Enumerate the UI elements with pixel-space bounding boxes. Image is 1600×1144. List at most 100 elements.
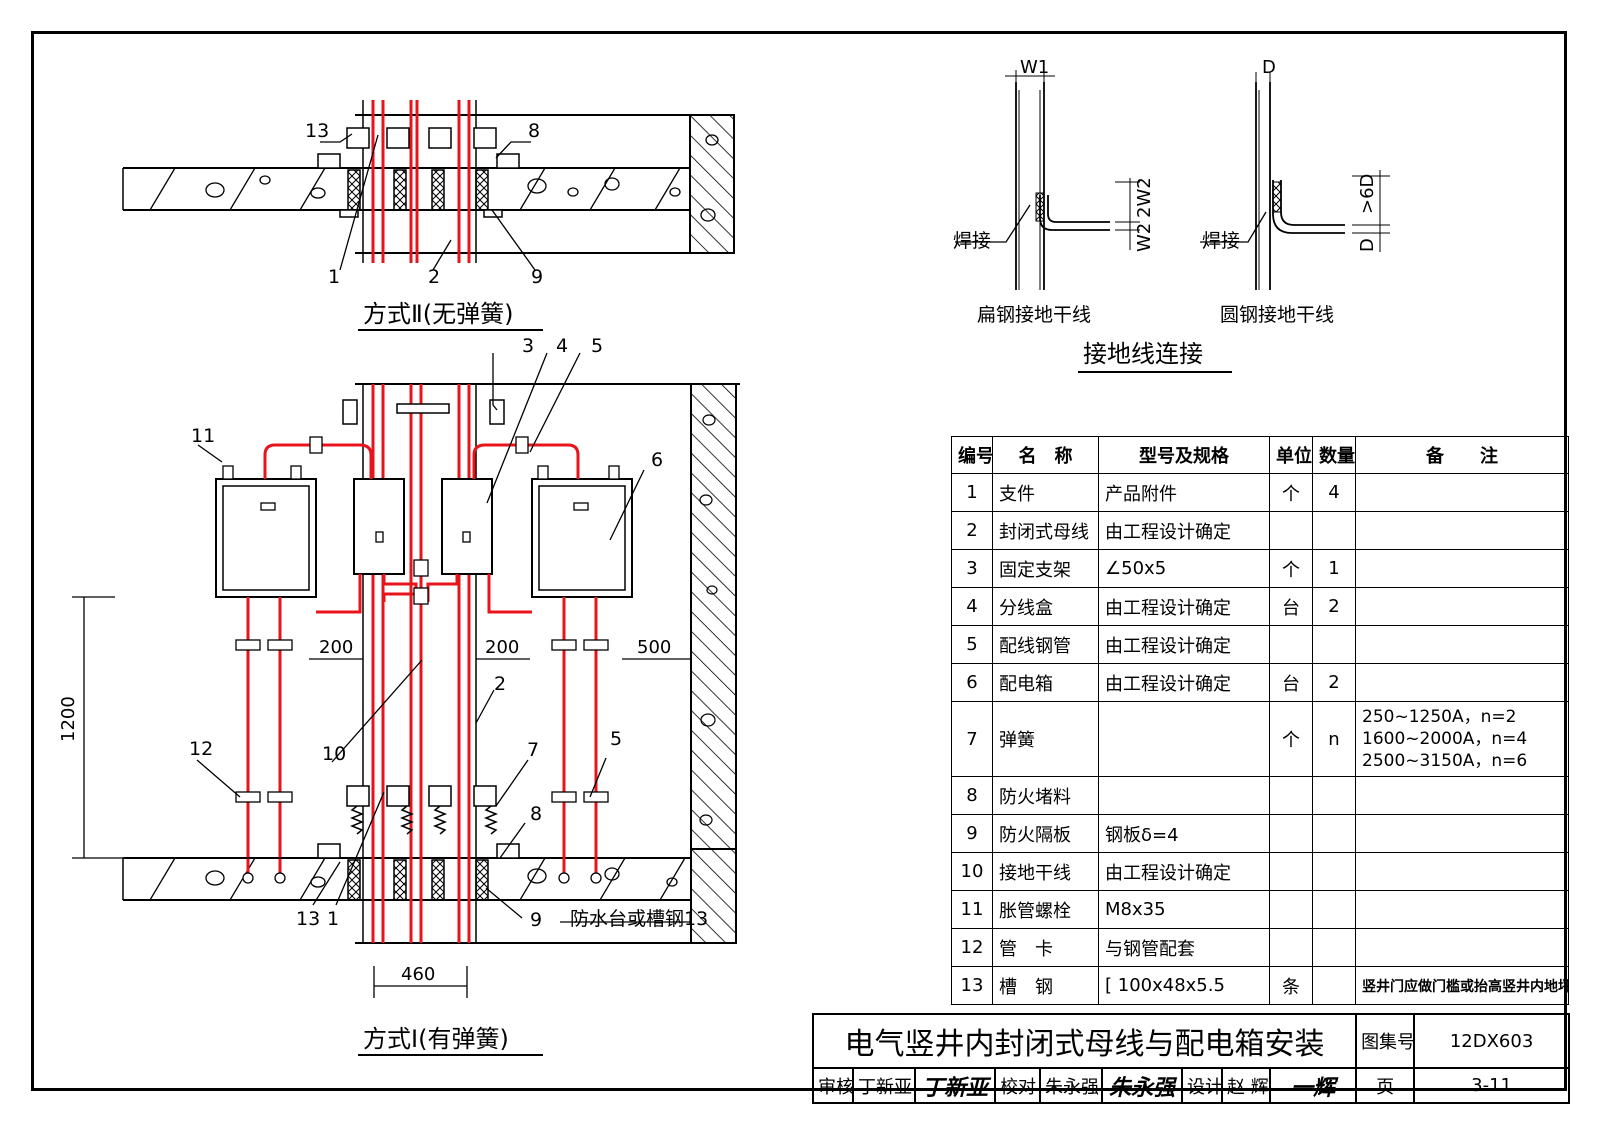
parts-table: 编号 名 称 型号及规格 单位 数量 备 注 1 支件 产品附件 个 4 2 封… [951, 436, 1569, 1005]
callout-5a: 5 [591, 335, 603, 357]
row-unit: 个 [1269, 701, 1313, 777]
weld-label-flat: 焊接 [953, 230, 991, 252]
weld-label-round: 焊接 [1202, 230, 1240, 252]
callout-13a: 13 [305, 120, 329, 142]
method2-caption: 方式Ⅱ(无弹簧) [363, 300, 514, 328]
checker-signature: 朱永强 [1101, 1067, 1183, 1104]
header-unit: 单位 [1269, 436, 1313, 474]
header-note: 备 注 [1355, 436, 1569, 474]
callout-3: 3 [522, 335, 534, 357]
page-label: 页 [1355, 1067, 1416, 1104]
flat-steel-detail [955, 70, 1140, 290]
table-row: 6 配电箱 由工程设计确定 台 2 [951, 663, 1569, 702]
row-no: 11 [951, 890, 993, 929]
table-row: 12 管 卡 与钢管配套 [951, 928, 1569, 967]
table-row: 8 防火堵料 [951, 776, 1569, 815]
row-unit [1269, 511, 1313, 550]
row-no: 8 [951, 776, 993, 815]
row-note [1355, 852, 1569, 891]
callout-7: 7 [527, 739, 539, 761]
row-qty: n [1312, 701, 1356, 777]
spring-note-1: 250~1250A，n=2 [1362, 707, 1517, 727]
row-note: 竖井门应做门槛或抬高竖井内地坪 [1355, 966, 1569, 1005]
dimension-lines [72, 596, 691, 998]
row-spec: 产品附件 [1098, 473, 1270, 512]
callout-10: 10 [322, 743, 346, 765]
reviewer-signature: 丁新亚 [914, 1067, 996, 1104]
round-steel-caption: 圆钢接地干线 [1220, 304, 1334, 326]
row-spec: ∠50x5 [1098, 549, 1270, 588]
row-qty [1312, 776, 1356, 815]
row-no: 12 [951, 928, 993, 967]
reviewer-name: 丁新亚 [852, 1067, 916, 1104]
row-name: 配电箱 [992, 663, 1099, 702]
row-unit: 条 [1269, 966, 1313, 1005]
row-note [1355, 928, 1569, 967]
header-name: 名 称 [992, 436, 1099, 474]
callout-6: 6 [651, 449, 663, 471]
callout-8b: 8 [530, 803, 542, 825]
callout-9a: 9 [531, 266, 543, 288]
spring-note-2: 1600~2000A，n=4 [1362, 729, 1528, 749]
table-row: 10 接地干线 由工程设计确定 [951, 852, 1569, 891]
method2-view: 13 8 1 2 9 方式Ⅱ(无弹簧) [122, 100, 735, 331]
row-note: 250~1250A，n=2 1600~2000A，n=4 2500~3150A，… [1355, 701, 1569, 777]
drawing-title: 电气竖井内封闭式母线与配电箱安装 [811, 1013, 1358, 1069]
row-qty [1312, 625, 1356, 664]
row-qty [1312, 966, 1356, 1005]
brackets-method2 [317, 127, 520, 218]
callout-2b: 2 [494, 673, 506, 695]
row-name: 弹簧 [992, 701, 1099, 777]
dim-d-bottom: D [1357, 238, 1378, 252]
row-spec [1098, 701, 1270, 777]
atlas-number: 12DX603 [1413, 1013, 1571, 1069]
dim-d-top: D [1262, 57, 1276, 78]
row-unit: 个 [1269, 549, 1313, 588]
row-spec: 由工程设计确定 [1098, 587, 1270, 626]
dim-500: 500 [637, 637, 671, 658]
row-note [1355, 473, 1569, 512]
callout-9b: 9 [530, 909, 542, 931]
row-name: 支件 [992, 473, 1099, 512]
row-note [1355, 549, 1569, 588]
dim-1200: 1200 [58, 696, 79, 742]
junction-box-right [441, 478, 493, 575]
ground-caption: 接地线连接 [1083, 340, 1203, 368]
header-spec: 型号及规格 [1098, 436, 1270, 474]
callout-12: 12 [189, 738, 213, 760]
check-label: 校对 [994, 1067, 1041, 1104]
busbar-method2 [362, 100, 477, 263]
row-spec: 由工程设计确定 [1098, 852, 1270, 891]
row-name: 胀管螺栓 [992, 890, 1099, 929]
row-unit [1269, 890, 1313, 929]
designer-name: 赵 辉 [1221, 1067, 1271, 1104]
title-block: 电气竖井内封闭式母线与配电箱安装 图集号 12DX603 审核 丁新亚 丁新亚 … [811, 1013, 1571, 1104]
dim-w1: W1 [1020, 57, 1049, 78]
row-note [1355, 776, 1569, 815]
row-spec: 由工程设计确定 [1098, 511, 1270, 550]
row-no: 13 [951, 966, 993, 1005]
table-row: 2 封闭式母线 由工程设计确定 [951, 511, 1569, 550]
callout-8a: 8 [528, 120, 540, 142]
table-row: 4 分线盒 由工程设计确定 台 2 [951, 587, 1569, 626]
spring-supports [317, 785, 520, 901]
row-unit [1269, 625, 1313, 664]
row-qty: 2 [1312, 587, 1356, 626]
row-name: 接地干线 [992, 852, 1099, 891]
callout-2a: 2 [428, 266, 440, 288]
row-name: 防火堵料 [992, 776, 1099, 815]
table-row: 11 胀管螺栓 M8x35 [951, 890, 1569, 929]
callout-4: 4 [556, 335, 568, 357]
parts-header-row: 编号 名 称 型号及规格 单位 数量 备 注 [951, 436, 1569, 474]
row-unit [1269, 776, 1313, 815]
row-qty: 2 [1312, 663, 1356, 702]
dim-200-right: 200 [485, 637, 519, 658]
row-no: 2 [951, 511, 993, 550]
checker-name: 朱永强 [1039, 1067, 1103, 1104]
row-no: 10 [951, 852, 993, 891]
review-label: 审核 [812, 1067, 854, 1104]
table-row: 7 弹簧 个 n 250~1250A，n=2 1600~2000A，n=4 25… [951, 701, 1569, 777]
row-name: 管 卡 [992, 928, 1099, 967]
row-qty [1312, 511, 1356, 550]
floor-slab-top [122, 114, 735, 254]
